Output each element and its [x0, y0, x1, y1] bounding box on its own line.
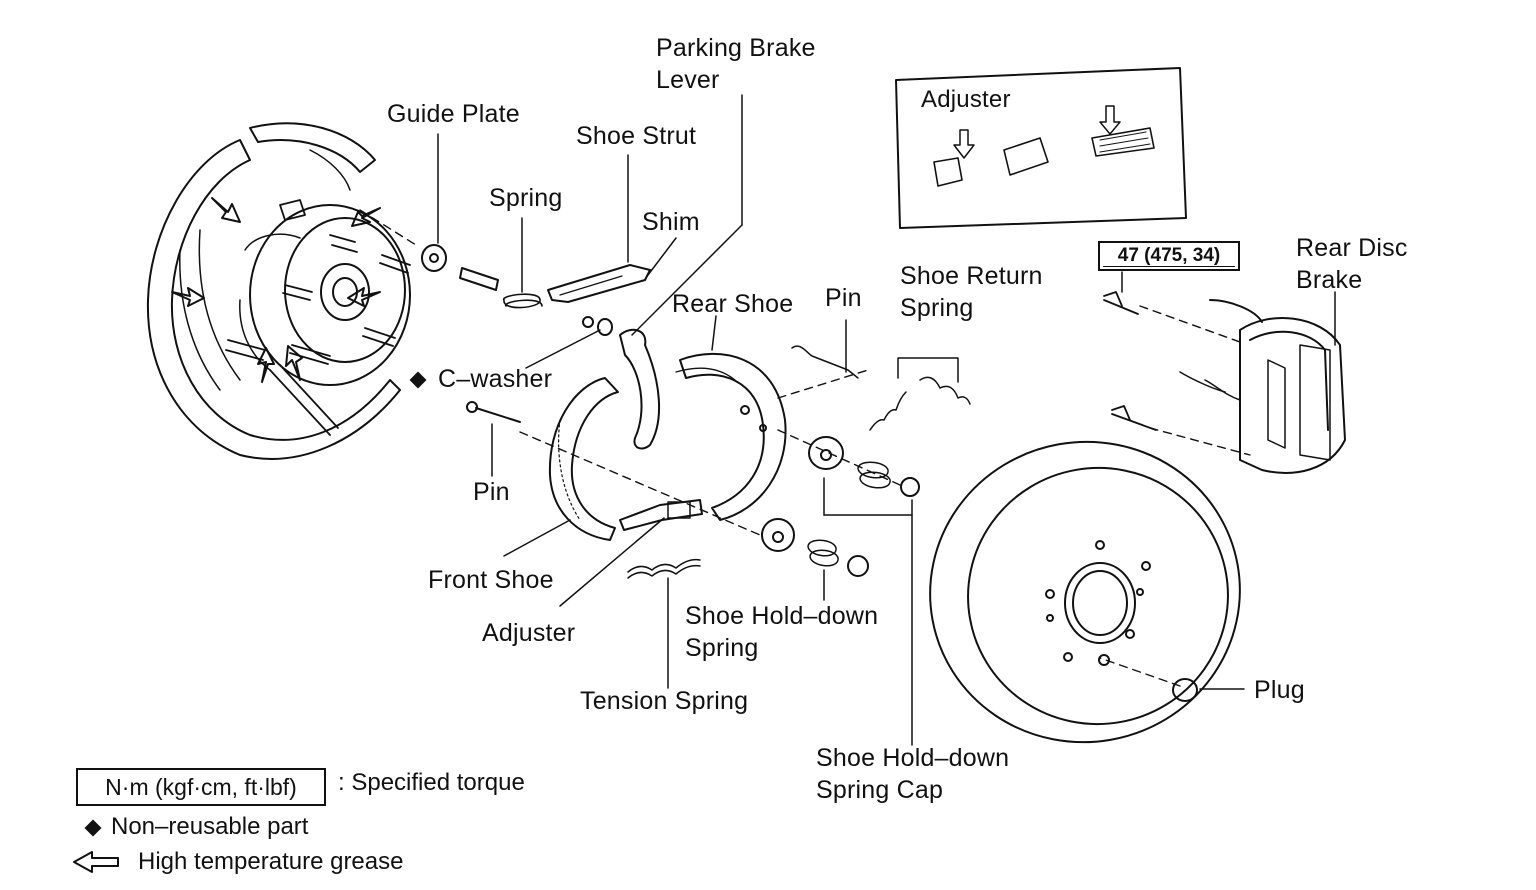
return-spring-parts	[791, 319, 971, 431]
label-rear-shoe: Rear Shoe	[672, 290, 794, 318]
torque-spec-box: 47 (475, 34)	[1098, 241, 1240, 271]
label-guide-plate: Guide Plate	[387, 100, 520, 128]
shoe-strut-part	[547, 154, 677, 303]
label-line: Spring	[685, 634, 759, 662]
alignment-lines	[359, 209, 1251, 687]
guide-plate-part	[421, 133, 499, 291]
adjuster-part	[559, 499, 703, 607]
label-line: Shoe Hold–down	[816, 744, 1010, 772]
label-front-shoe: Front Shoe	[428, 566, 554, 594]
legend-grease-arrow	[73, 851, 119, 873]
tension-spring-part	[627, 558, 701, 689]
label-rear-disc-brake: Rear Disc Brake	[1296, 232, 1408, 296]
label-spring: Spring	[489, 184, 563, 212]
label-line: Shoe Hold–down	[685, 602, 879, 630]
label-shoe-hold-down-spring: Shoe Hold–down Spring	[685, 600, 878, 664]
rear-shoe-part	[675, 315, 787, 521]
label-parking-brake-lever: Parking Brake Lever	[656, 32, 816, 96]
legend-grease-text: High temperature grease	[138, 848, 404, 875]
label-plug: Plug	[1254, 676, 1305, 704]
front-shoe-part	[503, 377, 619, 557]
legend-non-reusable-text: Non–reusable part	[111, 813, 309, 840]
label-pin-lower: Pin	[473, 478, 510, 506]
c-washer-part	[525, 316, 613, 369]
grease-arrows	[171, 197, 381, 383]
label-adjuster: Adjuster	[482, 619, 576, 647]
label-tension-spring: Tension Spring	[580, 687, 749, 715]
adjuster-inset	[895, 67, 1187, 229]
axle-hub	[239, 204, 411, 386]
label-shoe-strut: Shoe Strut	[576, 122, 697, 150]
label-shoe-hold-down-spring-cap: Shoe Hold–down Spring Cap	[816, 742, 1009, 806]
plug-part	[1172, 678, 1245, 702]
label-shim: Shim	[642, 208, 700, 236]
caliper-assembly	[1103, 271, 1346, 474]
label-adjuster-inset: Adjuster	[921, 86, 1011, 113]
hold-down-parts	[761, 436, 920, 746]
label-line: Spring Cap	[816, 776, 944, 804]
spring-part	[503, 217, 543, 309]
brake-rotor	[929, 440, 1241, 744]
label-line: Spring	[900, 294, 974, 322]
legend-torque-unit-box: N·m (kgf·cm, ft·lbf)	[76, 768, 326, 806]
backing-plate	[146, 122, 401, 460]
parking-brake-lever-part	[619, 94, 743, 450]
label-line: Brake	[1296, 266, 1363, 294]
label-line: Shoe Return	[900, 262, 1043, 290]
hub-bolts	[225, 199, 411, 436]
legend-torque-text: : Specified torque	[338, 769, 525, 796]
label-c-washer: C–washer	[438, 365, 553, 393]
lower-pin-part	[466, 401, 521, 477]
label-shoe-return-spring: Shoe Return Spring	[900, 260, 1043, 324]
label-line: Lever	[656, 66, 720, 94]
label-line: Rear Disc	[1296, 234, 1408, 262]
label-pin-upper: Pin	[825, 284, 862, 312]
label-line: Parking Brake	[656, 34, 816, 62]
